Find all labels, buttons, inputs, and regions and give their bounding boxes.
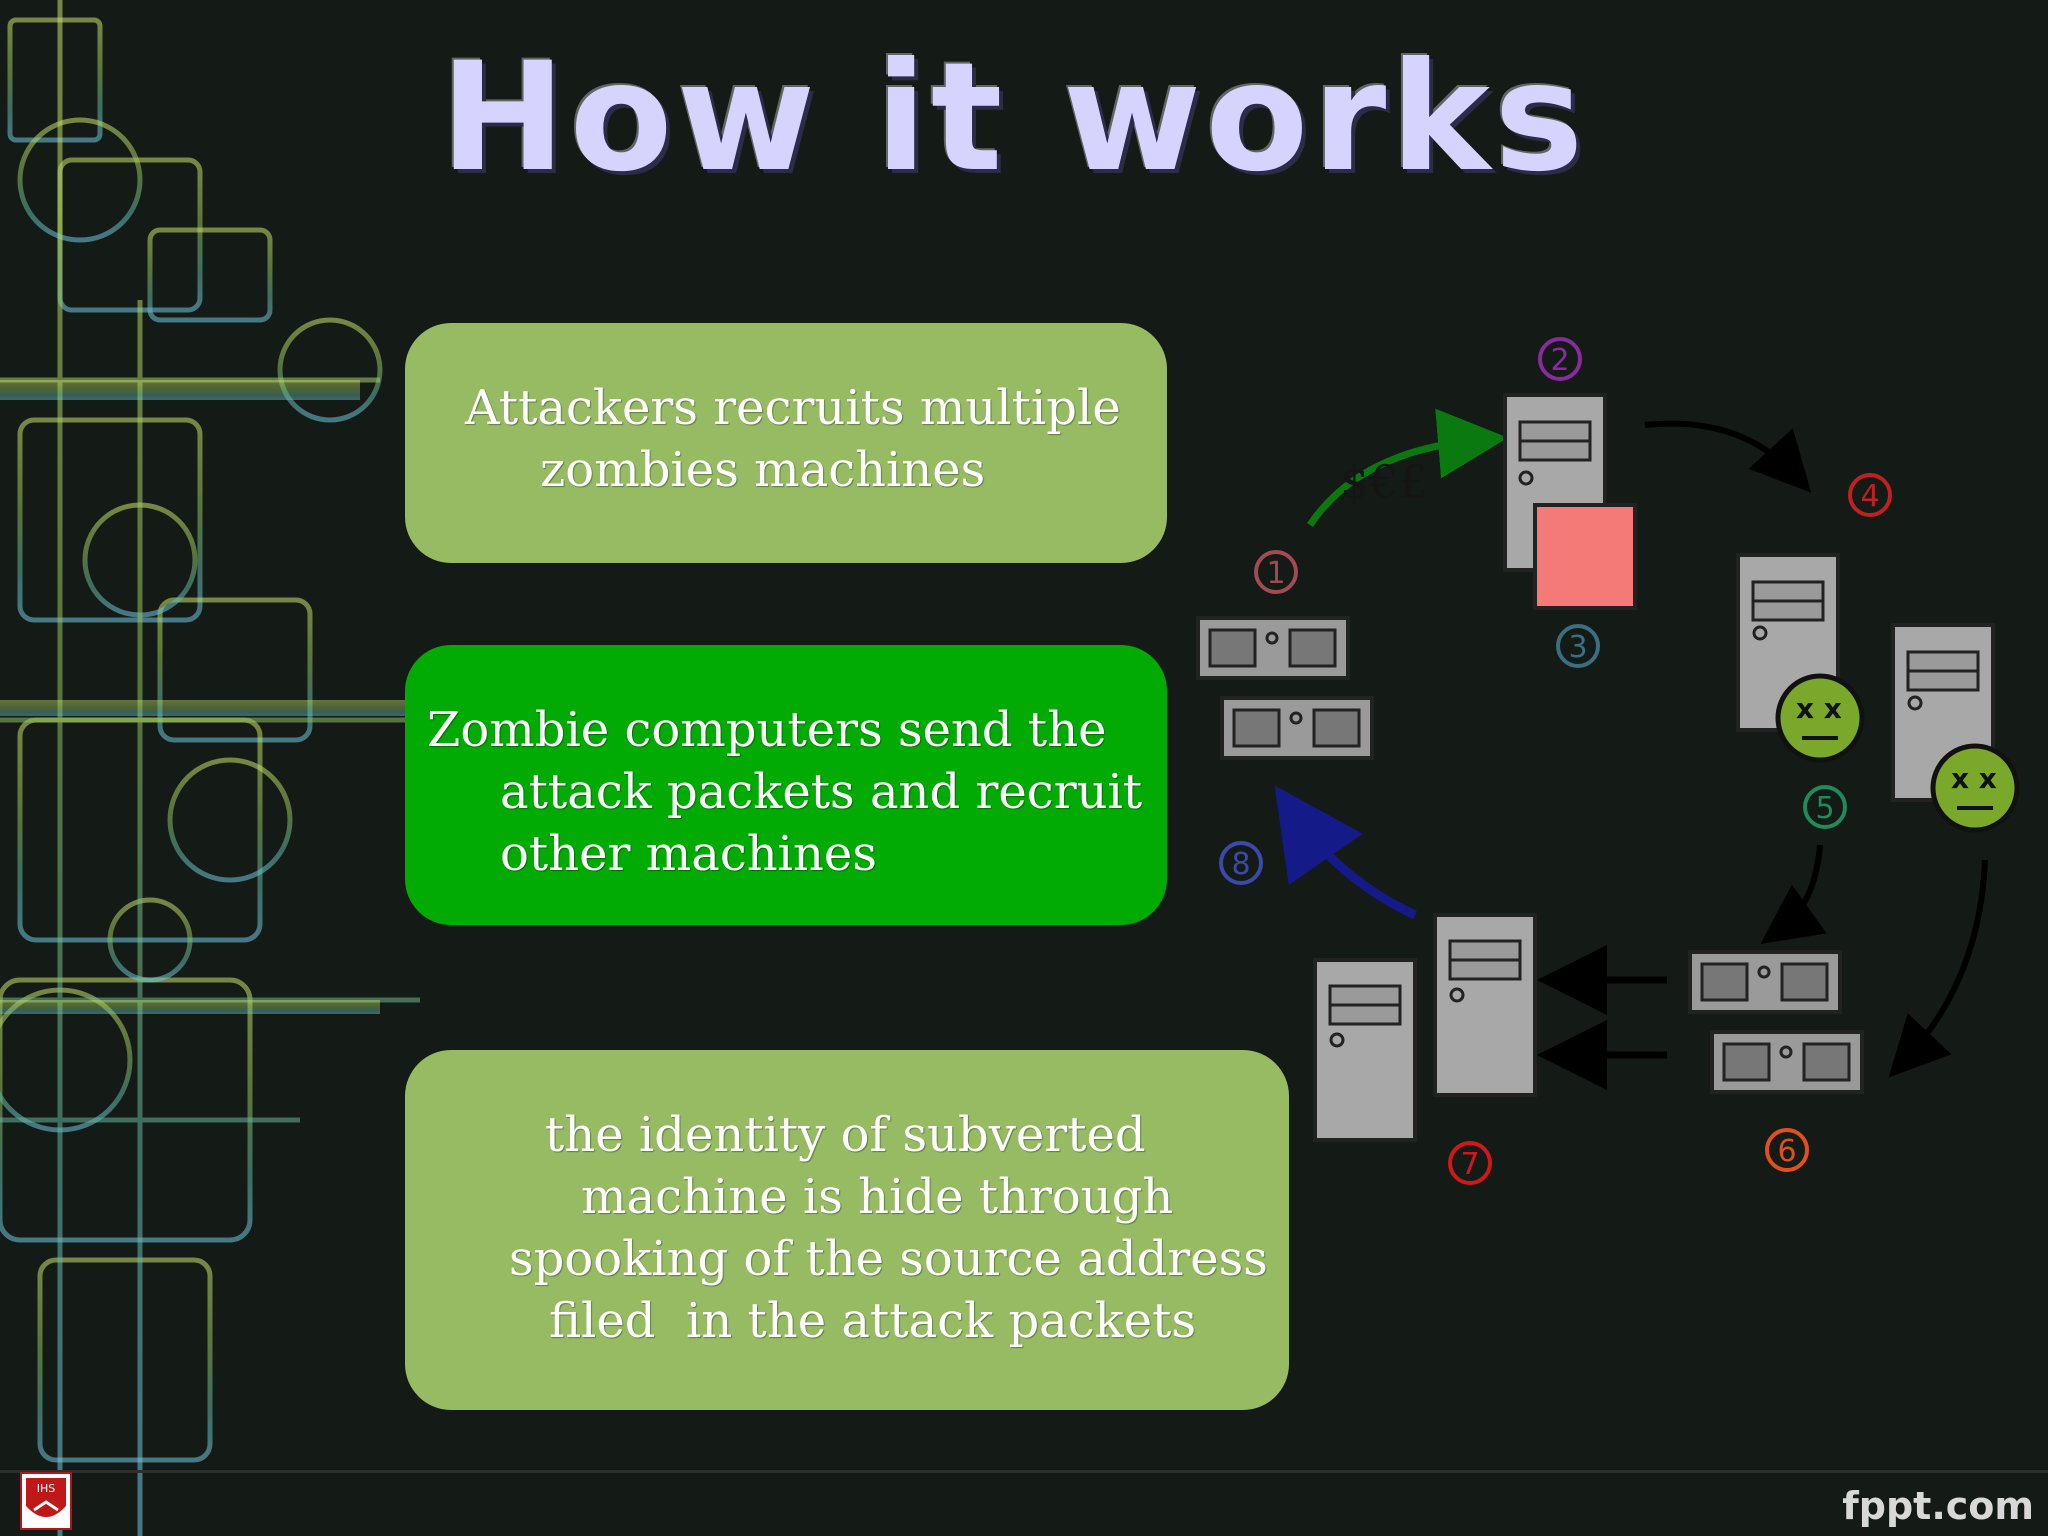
svg-text:5: 5 <box>1815 791 1834 826</box>
footer-divider <box>0 1470 2048 1473</box>
box2-line-1: Zombie computers send the <box>427 702 1107 758</box>
step-box-recruit: Attackers recruits multiple zombies mach… <box>405 323 1167 563</box>
school-crest-logo: IHS <box>20 1472 72 1530</box>
victim-tower-icon <box>1313 913 1537 1142</box>
step-badge-8: 8 <box>1219 841 1263 885</box>
footer-brand-text[interactable]: fppt.com <box>1842 1484 2034 1528</box>
box3-line-1: the identity of subverted <box>545 1107 1146 1163</box>
box2-line-3: other machines <box>500 826 877 882</box>
page-title: How it works <box>440 31 1588 205</box>
svg-text:1: 1 <box>1266 556 1285 591</box>
svg-text:x x: x x <box>1796 692 1842 725</box>
step-badge-3: 3 <box>1556 624 1600 668</box>
arrow-1-to-2 <box>1307 408 1508 527</box>
zombie-tower-icon-a: x x <box>1736 553 1865 763</box>
step-badge-2: 2 <box>1538 337 1582 381</box>
svg-text:3: 3 <box>1568 630 1587 665</box>
step-box-send-packets: Zombie computers send the attack packets… <box>405 645 1167 925</box>
arrow-2-to-4 <box>1644 420 1812 493</box>
box2-line-2: attack packets and recruit <box>500 764 1143 820</box>
svg-text:IHS: IHS <box>37 1482 56 1495</box>
svg-text:7: 7 <box>1460 1147 1479 1182</box>
arrow-5-to-6b <box>1888 859 1988 1078</box>
step-badge-6: 6 <box>1765 1128 1809 1172</box>
box3-line-4: filed in the attack packets <box>549 1293 1197 1349</box>
step-badge-1: 1 <box>1254 550 1298 594</box>
rack-server-icon-1 <box>1196 616 1374 760</box>
svg-text:4: 4 <box>1860 479 1879 514</box>
ddos-flow-diagram: $€£ x x x x <box>1196 337 2020 1185</box>
svg-text:2: 2 <box>1550 343 1569 378</box>
circuit-background-decoration <box>0 0 420 1536</box>
rack-server-icon-6 <box>1688 950 1864 1094</box>
svg-text:8: 8 <box>1231 847 1250 882</box>
step-badge-5: 5 <box>1803 785 1847 829</box>
step-box-identity-spoofing: the identity of subverted machine is hid… <box>405 1050 1289 1410</box>
arrow-7-to-8 <box>1274 785 1417 920</box>
step-badge-4: 4 <box>1848 473 1892 517</box>
step-badge-7: 7 <box>1448 1141 1492 1185</box>
payment-block-icon <box>1533 503 1637 610</box>
zombie-tower-icon-b: x x <box>1891 623 2020 833</box>
box3-line-3: spooking of the source address <box>509 1231 1268 1287</box>
svg-text:x x: x x <box>1951 762 1997 795</box>
box3-line-2: machine is hide through <box>581 1169 1174 1225</box>
currency-label: $€£ <box>1340 455 1428 509</box>
box1-line-2: zombies machines <box>540 442 986 498</box>
arrow-5-to-6a <box>1760 844 1827 944</box>
box1-line-1: Attackers recruits multiple <box>465 380 1121 436</box>
svg-text:6: 6 <box>1777 1134 1796 1169</box>
